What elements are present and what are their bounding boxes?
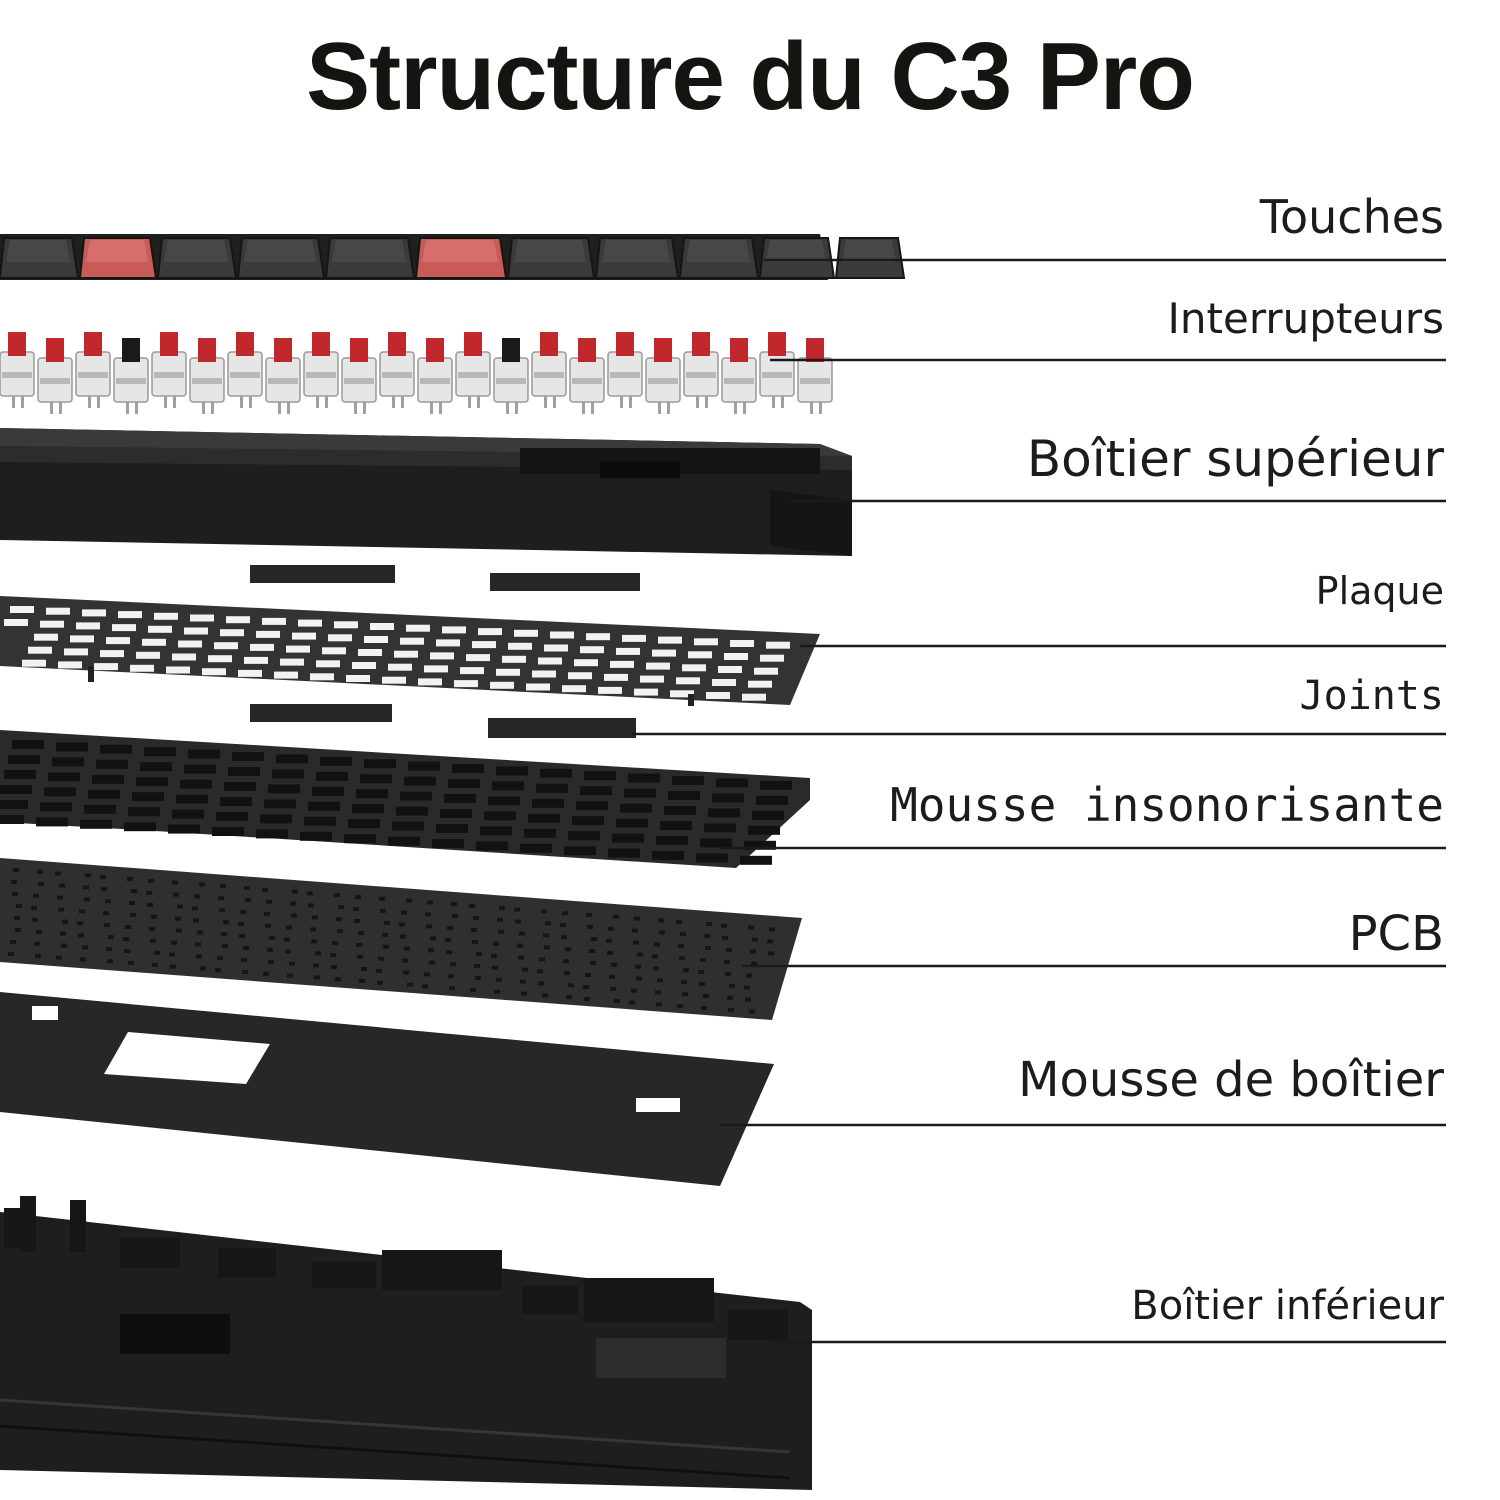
label-mousse-de-boitier: Mousse de boîtier [1018,1052,1444,1108]
label-pcb: PCB [1348,906,1444,962]
label-plaque: Plaque [1315,569,1444,613]
gasket-strips-upper [250,565,640,591]
bottom-case-layer [0,1196,812,1490]
sound-foam-layer [0,730,810,868]
joints-layer [250,704,636,738]
case-foam-layer [0,992,774,1186]
label-joints: Joints [1299,673,1445,719]
switches-layer [0,332,833,414]
keycaps-layer [0,234,906,280]
plate-layer [0,596,820,706]
label-mousse-insonorisante: Mousse insonorisante [890,778,1444,832]
pcb-layer [0,858,802,1020]
top-case-layer [0,428,852,556]
page-title: Structure du C3 Pro [306,23,1195,130]
label-boitier-superieur: Boîtier supérieur [1026,430,1444,488]
label-boitier-inferieur: Boîtier inférieur [1131,1283,1444,1329]
label-touches: Touches [1259,190,1444,244]
label-interrupteurs: Interrupteurs [1167,294,1444,343]
